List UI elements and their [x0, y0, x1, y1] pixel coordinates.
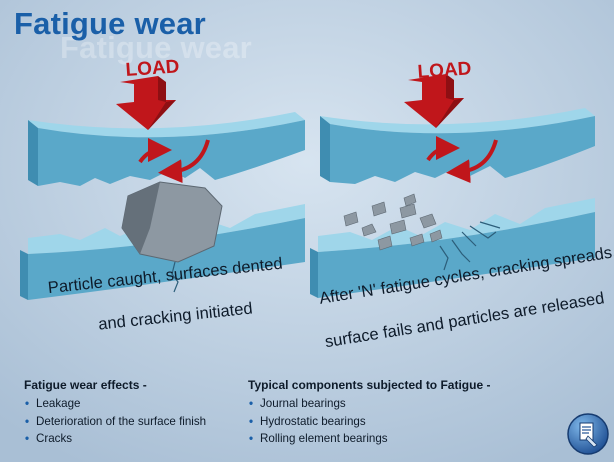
page-title: Fatigue wear	[14, 6, 206, 41]
crack-line	[171, 261, 179, 293]
released-particles	[343, 193, 443, 251]
list-item: • Journal bearings	[248, 395, 490, 413]
right-panel-diagram	[310, 74, 595, 298]
title-reflection: Fatigue wear	[60, 30, 252, 65]
left-lower-surface-side	[20, 250, 28, 300]
crack-network	[439, 221, 501, 271]
bullet-icon: •	[249, 432, 254, 445]
right-upper-surface-front	[320, 116, 330, 182]
components-heading: Typical components subjected to Fatigue …	[248, 378, 491, 392]
released-particle	[419, 213, 437, 229]
list-item-label: Journal bearings	[260, 397, 346, 410]
list-item: • Rolling element bearings	[248, 430, 490, 448]
released-particle	[409, 233, 425, 247]
right-lower-surface-side	[310, 248, 318, 298]
list-item: • Hydrostatic bearings	[248, 413, 490, 431]
list-item: • Leakage	[24, 395, 206, 413]
left-panel-diagram	[20, 76, 305, 300]
corner-logo-icon	[567, 413, 609, 455]
list-item-label: Leakage	[36, 397, 81, 410]
left-upper-surface-top	[28, 112, 305, 138]
left-rotation-arrow-a	[158, 139, 210, 184]
left-upper-surface-front	[28, 120, 38, 186]
released-particle	[377, 235, 393, 251]
released-particle	[389, 219, 407, 235]
right-load-label: LOAD	[417, 58, 472, 83]
released-particle	[343, 211, 359, 227]
effects-list: Fatigue wear effects - • Leakage • Deterio…	[24, 378, 206, 448]
left-load-label: LOAD	[125, 56, 180, 81]
bullet-icon: •	[25, 397, 30, 410]
right-upper-surface-face	[330, 116, 595, 184]
left-load-arrow	[116, 76, 176, 130]
released-particle	[371, 201, 387, 217]
released-particle	[403, 193, 417, 207]
list-item-label: Hydrostatic bearings	[260, 414, 366, 428]
right-upper-surface-top	[320, 108, 595, 134]
right-load-arrow	[404, 74, 464, 128]
right-rotation-arrow-a	[446, 139, 498, 184]
list-item-label: Cracks	[36, 432, 73, 445]
right-lower-surface-face	[318, 212, 595, 298]
left-lower-surface-top	[28, 204, 305, 254]
released-particle	[429, 229, 443, 243]
released-particle	[361, 223, 377, 237]
list-item: • Cracks	[24, 430, 206, 448]
list-item-label: Rolling element bearings	[260, 432, 388, 445]
particle-shadow-face	[122, 182, 160, 254]
right-rotation-arrow-b	[426, 136, 460, 162]
bullet-icon: •	[249, 414, 254, 428]
released-particle	[399, 203, 417, 219]
bullet-icon: •	[25, 414, 30, 428]
bullet-icon: •	[25, 432, 30, 445]
list-item-label: Deterioration of the surface finish	[36, 414, 207, 428]
left-rotation-arrow-b	[138, 138, 172, 164]
effects-heading: Fatigue wear effects -	[24, 378, 147, 392]
components-list: Typical components subjected to Fatigue …	[248, 378, 490, 448]
bullet-icon: •	[249, 397, 254, 410]
list-item: • Deterioration of the surface finish	[24, 413, 206, 431]
